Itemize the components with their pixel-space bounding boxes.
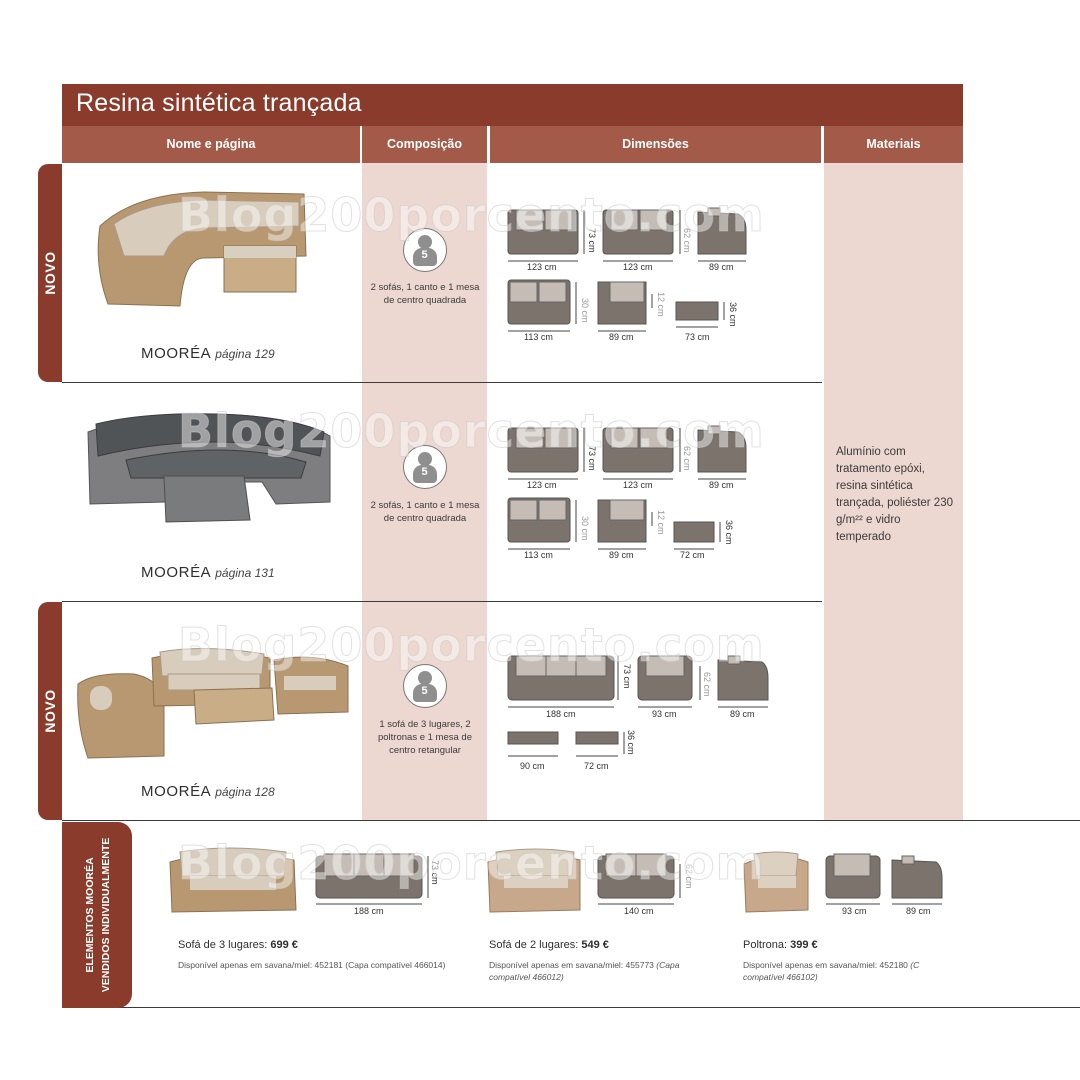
item-availability-sofa3: Disponível apenas em savana/miel: 452181… (178, 960, 446, 970)
product-name-2: MOORÉA página 131 (141, 564, 275, 581)
row-divider (62, 820, 1080, 821)
item-availability-sofa2: Disponível apenas em savana/miel: 455773… (489, 960, 680, 982)
product-photo-2 (87, 413, 331, 523)
row-divider (62, 1007, 1080, 1008)
row-divider (62, 382, 822, 383)
item-diagram-sofa3 (315, 853, 429, 905)
header-dimensions: Dimensões (490, 126, 821, 163)
watermark: Blog200porcento.com (178, 404, 765, 459)
composition-column-bg (362, 163, 487, 820)
watermark: Blog200porcento.com (178, 618, 765, 673)
watermark: Blog200porcento.com (178, 188, 765, 243)
header-materials: Materiais (824, 126, 963, 163)
materials-text: Alumínio com tratamento epóxi, resina si… (836, 446, 953, 543)
item-price-armchair: Poltrona: 399 € (743, 939, 818, 951)
row-divider (62, 601, 822, 602)
materials-column-bg (824, 163, 963, 820)
item-price-sofa2: Sofá de 2 lugares: 549 € (489, 939, 609, 951)
people-icon: 5 (403, 664, 447, 708)
header-name: Nome e página (62, 126, 360, 163)
people-icon: 5 (403, 228, 447, 272)
item-photo-sofa2 (487, 848, 581, 913)
product-name-3: MOORÉA página 128 (141, 783, 275, 800)
item-availability-armchair: Disponível apenas em savana/miel: 452180… (743, 960, 920, 982)
individual-elements-tab: ELEMENTOS MOORÉA VENDIDOS INDIVIDUALMENT… (62, 822, 132, 1008)
people-icon: 5 (403, 445, 447, 489)
item-diagram-sofa2 (597, 853, 681, 905)
watermark: Blog200porcento.com (178, 836, 765, 891)
product-photo-3 (77, 647, 349, 759)
item-price-sofa3: Sofá de 3 lugares: 699 € (178, 939, 298, 951)
composition-text-2: 2 sofás, 1 canto e 1 mesa de centro quad… (370, 500, 480, 524)
item-diagram-armchair (825, 853, 943, 905)
composition-text-1: 2 sofás, 1 canto e 1 mesa de centro quad… (370, 282, 480, 306)
item-photo-armchair (743, 851, 809, 913)
section-title-bar: Resina sintética trançada (62, 84, 963, 126)
new-tab-2: NOVO (38, 602, 62, 820)
item-photo-sofa3 (169, 847, 297, 913)
dimension-diagrams-1 (507, 207, 747, 332)
product-name-1: MOORÉA página 129 (141, 345, 275, 362)
dimension-diagrams-2 (507, 425, 747, 550)
product-photo-1 (97, 191, 307, 307)
header-composition: Composição (362, 126, 487, 163)
dimension-diagrams-3 (507, 655, 769, 757)
new-tab-1: NOVO (38, 164, 62, 382)
section-title: Resina sintética trançada (76, 89, 362, 117)
composition-text-3: 1 sofá de 3 lugares, 2 poltronas e 1 mes… (377, 719, 472, 756)
